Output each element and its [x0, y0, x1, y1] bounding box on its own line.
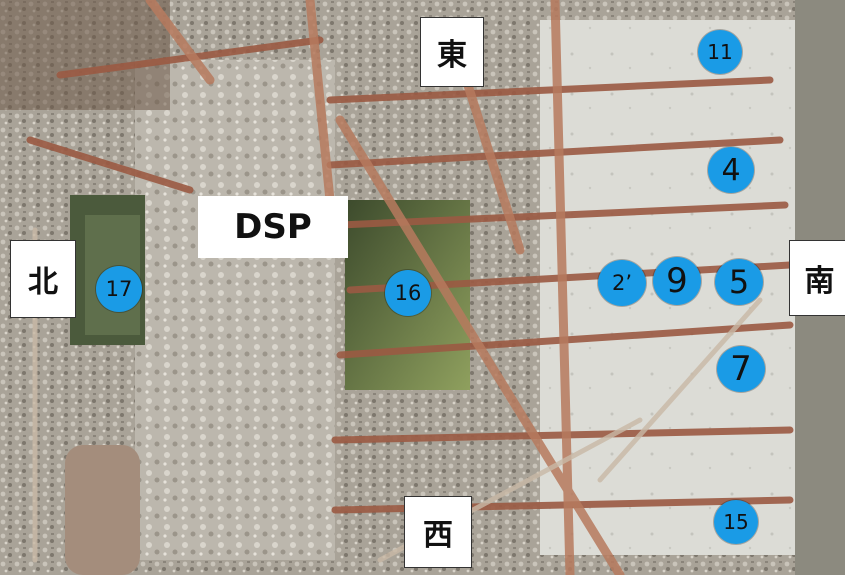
direction-label-east: 東 — [420, 17, 484, 87]
location-marker-2-prime: 2’ — [598, 260, 646, 306]
direction-label-north: 北 — [10, 240, 76, 318]
direction-label-south: 南 — [789, 240, 845, 316]
location-marker-17: 17 — [96, 266, 142, 312]
location-marker-11: 11 — [698, 30, 742, 74]
location-marker-9: 9 — [653, 257, 701, 305]
location-marker-15: 15 — [714, 500, 758, 544]
location-marker-5: 5 — [715, 259, 763, 305]
location-marker-4: 4 — [708, 147, 754, 193]
area-label-dsp: DSP — [198, 196, 348, 258]
location-marker-16: 16 — [385, 270, 431, 316]
location-marker-7: 7 — [717, 346, 765, 392]
direction-label-west: 西 — [404, 496, 472, 568]
